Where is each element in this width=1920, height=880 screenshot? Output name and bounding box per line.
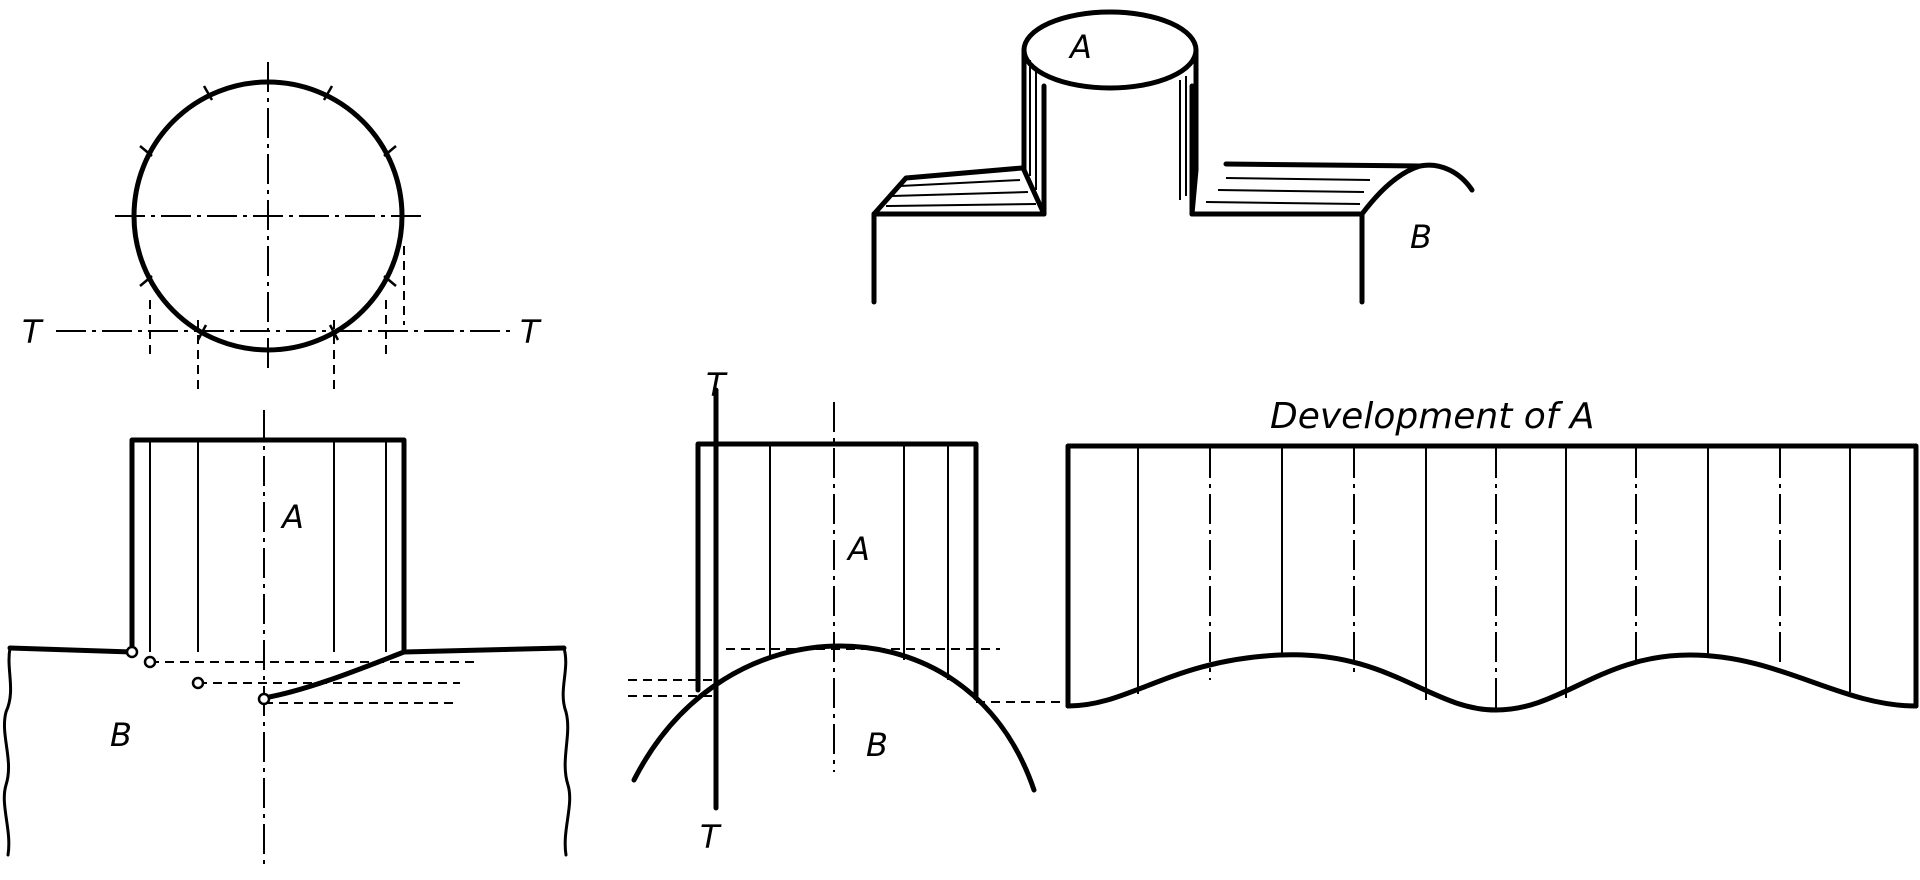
development-view: Development of A <box>1065 396 1919 713</box>
plan-view: T T <box>22 62 542 395</box>
intersection-points <box>125 645 271 706</box>
elevation-label-A: A <box>280 498 304 536</box>
body-B-left-break <box>2 646 13 857</box>
plan-label-T-left: T <box>22 313 44 351</box>
plan-division-ticks <box>139 80 397 341</box>
side-label-T-top: T <box>706 366 728 404</box>
elevation-transfer-lines <box>150 661 475 704</box>
pictorial-label-A: A <box>1068 28 1092 66</box>
development-element-lines <box>1137 448 1851 708</box>
base-front-right-edge <box>1189 211 1365 305</box>
base-curved-end <box>1359 162 1475 217</box>
pictorial-label-B: B <box>1410 218 1432 256</box>
side-cylinder-outline <box>695 441 979 701</box>
body-B-right-break <box>561 646 572 857</box>
side-label-B: B <box>866 726 888 764</box>
cylinder-A-element-lines <box>149 442 387 652</box>
base-shading-lines <box>885 177 1371 207</box>
development-outline <box>1065 443 1919 709</box>
cylinder-A-shading <box>1029 60 1187 200</box>
cylinder-A-top-ellipse <box>1021 9 1199 91</box>
side-elevation: T T A B <box>628 366 1066 856</box>
base-back-right <box>1223 161 1423 169</box>
elevation-label-B: B <box>110 716 132 754</box>
side-body-B-arc <box>631 643 1037 793</box>
front-elevation: A B <box>2 410 572 868</box>
plan-label-T-right: T <box>520 313 542 351</box>
base-left-top <box>871 165 1025 305</box>
side-label-A: A <box>846 530 870 568</box>
body-B-top-edge <box>7 645 567 655</box>
development-title: Development of A <box>1270 396 1595 437</box>
side-element-lines <box>769 446 949 680</box>
intersection-curve <box>261 649 407 701</box>
plan-projection-lines <box>149 246 405 395</box>
side-label-T-bottom: T <box>700 818 722 856</box>
side-transfer-lines <box>628 648 1066 703</box>
cylinder-A-silhouettes <box>1041 83 1195 217</box>
cylinder-A-outline <box>129 437 407 655</box>
development-intersection-curve <box>1065 652 1919 713</box>
pictorial-view: A B <box>871 9 1475 305</box>
